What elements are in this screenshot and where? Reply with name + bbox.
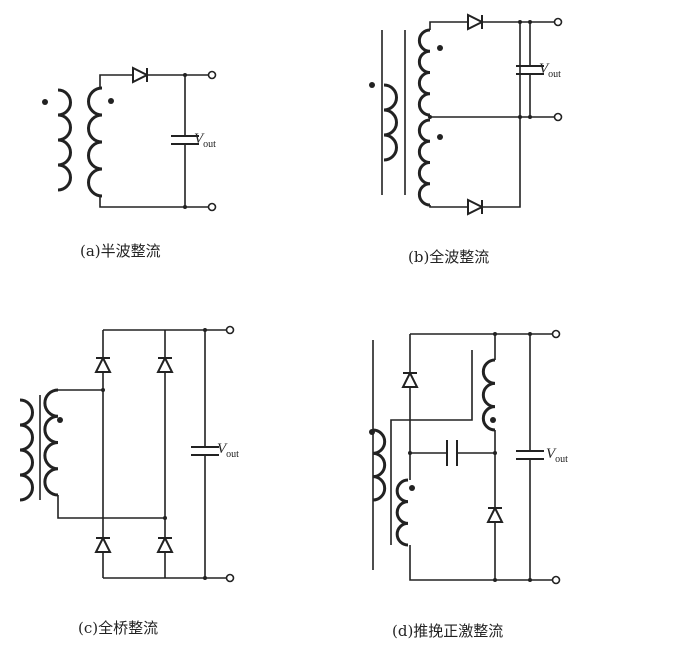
output-terminal [551,575,561,585]
caption-push-pull-forward: (d)推挽正激整流 [392,622,504,640]
junction-dot [493,578,497,582]
output-terminal [553,17,563,27]
transformer-winding [19,398,34,502]
output-terminal [207,70,217,80]
polarity-dot [57,417,63,423]
transformer-winding [43,388,59,497]
vout-symbol: V [546,446,556,462]
vout-subscript: out [203,139,216,150]
output-terminal [225,325,235,335]
diode-icon [94,535,112,553]
junction-dot [518,20,522,24]
junction-dot [528,332,532,336]
wire [57,495,165,519]
diode-icon [467,198,485,216]
polarity-dot [437,45,443,51]
wire [390,350,473,545]
junction-dot [528,115,532,119]
transformer-winding [383,83,398,162]
junction-dot [493,332,497,336]
transformer-winding [395,478,409,547]
junction-dot [518,115,522,119]
junction-dot [163,516,167,520]
transformer-winding [417,28,431,117]
polarity-dot [108,98,114,104]
wire [99,196,208,208]
wire [99,74,133,88]
vout-subscript: out [555,454,568,465]
diode-icon [486,505,504,523]
output-terminal [207,202,217,212]
vout-label-b: Vout [539,61,561,80]
polarity-dot [490,417,496,423]
polarity-dot [369,82,375,88]
vout-label-a: Vout [194,131,216,150]
caption-half-wave: (a)半波整流 [80,242,161,260]
transformer-winding [57,88,72,192]
wire [429,205,468,208]
diode-icon [156,355,174,373]
vout-symbol: V [217,441,227,457]
output-terminal [551,329,561,339]
vout-label-d: Vout [546,446,568,465]
output-terminal [553,112,563,122]
vout-subscript: out [226,449,239,460]
wire [429,21,468,30]
transformer-winding [87,86,103,198]
transformer-winding [417,118,431,207]
transformer-winding [372,428,387,502]
diode-icon [94,355,112,373]
diode-icon [156,535,174,553]
diode-icon [132,66,150,84]
diode-icon [467,13,485,31]
vout-symbol: V [194,131,204,147]
vout-symbol: V [539,61,549,77]
wire [482,22,521,208]
vout-subscript: out [548,69,561,80]
polarity-dot [42,99,48,105]
output-terminal [225,573,235,583]
caption-full-bridge: (c)全桥整流 [78,619,159,637]
wire [409,545,553,581]
polarity-dot [409,485,415,491]
junction-dot [528,20,532,24]
junction-dot [428,115,432,119]
caption-full-wave: (b)全波整流 [408,248,490,266]
junction-dot [493,451,497,455]
vout-label-c: Vout [217,441,239,460]
polarity-dot [369,429,375,435]
junction-dot [528,578,532,582]
junction-dot [101,388,105,392]
polarity-dot [437,134,443,140]
junction-dot [408,451,412,455]
diode-icon [401,370,419,388]
transformer-winding [481,358,496,432]
